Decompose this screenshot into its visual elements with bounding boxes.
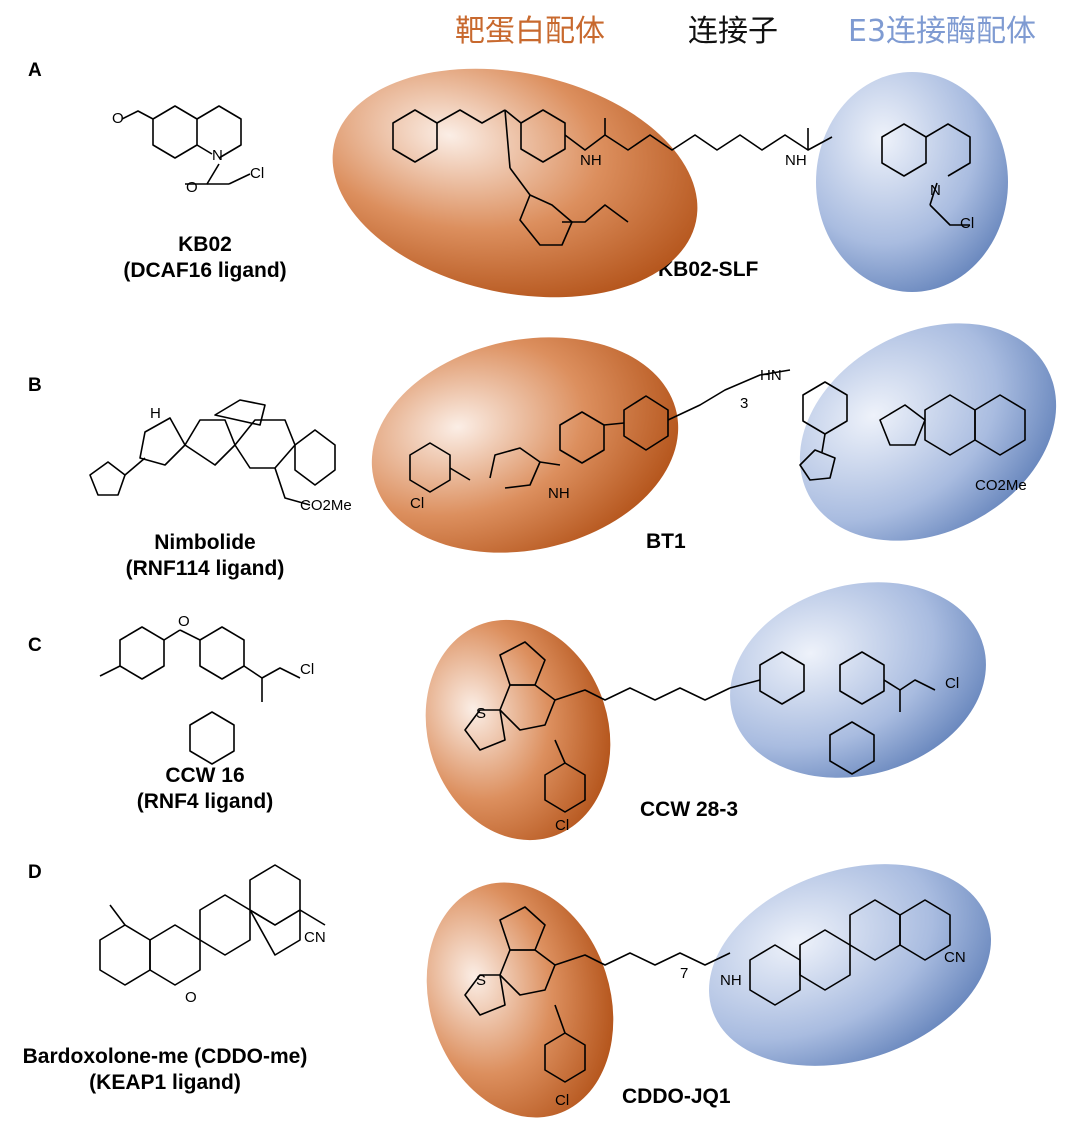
ligand-name-b: Nimbolide [154,531,256,554]
panel-letter-b: B [28,375,42,396]
conjugate-name-c: CCW 28-3 [640,798,739,821]
structure-bt1 [409,369,1026,493]
ligand-name-d: Bardoxolone-me (CDDO-me) [22,1045,308,1068]
atom-label: HN [760,367,782,384]
atom-label: Cl [960,215,974,232]
e3-blob-b [799,323,1057,541]
panel-letter-c: C [28,635,42,656]
structure-nimbolide [89,399,336,506]
target-blob-c [425,619,611,841]
target-blob-a [332,68,698,298]
atom-label: Cl [945,675,959,692]
conjugate-name-a: KB02-SLF [658,258,759,281]
atom-label: CN [304,929,326,946]
atom-label: O [112,110,124,127]
ligand-target-c: (RNF4 ligand) [136,790,274,813]
target-blob-d [426,882,614,1118]
ligand-target-b: (RNF114 ligand) [125,557,285,580]
atom-label: S [476,705,486,722]
ligand-target-a: (DCAF16 ligand) [123,259,287,282]
structure-ccw16 [99,626,301,765]
atom-label: 3 [740,395,748,412]
e3-blob-c [730,582,986,778]
ligand-target-d: (KEAP1 ligand) [89,1071,241,1094]
conjugate-name-d: CDDO-JQ1 [622,1085,731,1108]
structure-ccw28-3 [464,641,936,813]
atom-label: 7 [680,965,688,982]
structure-cddo-me [99,864,326,986]
atom-label: Cl [410,495,424,512]
atom-label: Cl [555,1092,569,1109]
atom-label: O [178,613,190,630]
atom-label: S [476,972,486,989]
ligand-caption-a: KB02 (DCAF16 ligand) [90,232,320,284]
structure-kb02 [121,105,251,185]
target-blob-b [371,337,679,553]
atom-label: H [150,405,161,422]
atom-label: CO2Me [300,497,352,514]
atom-label: O [185,989,197,1006]
atom-label: CN [944,949,966,966]
ligand-caption-c: CCW 16 (RNF4 ligand) [90,763,320,815]
e3-blob-a [816,72,1008,292]
ligand-caption-d: Bardoxolone-me (CDDO-me) (KEAP1 ligand) [15,1044,315,1096]
structure-kb02-slf [392,109,971,246]
atom-label: Cl [300,661,314,678]
atom-label: Cl [555,817,569,834]
atom-label: Cl [250,165,264,182]
header-linker: 连接子 [688,14,778,49]
atom-label: NH [720,972,742,989]
atom-label: NH [785,152,807,169]
panel-letter-d: D [28,862,42,883]
ligand-name-a: KB02 [178,233,232,256]
header-e3-ligand: E3连接酶配体 [848,14,1037,49]
atom-label: N [930,182,941,199]
atom-label: O [186,179,198,196]
ligand-caption-b: Nimbolide (RNF114 ligand) [90,530,320,582]
header-target-ligand: 靶蛋白配体 [455,14,605,49]
atom-label: NH [580,152,602,169]
atom-label: CO2Me [975,477,1027,494]
atom-label: NH [548,485,570,502]
structure-cddo-jq1 [464,899,951,1083]
ligand-name-c: CCW 16 [165,764,245,787]
conjugate-name-b: BT1 [646,530,686,553]
atom-label: N [212,147,223,164]
panel-letter-a: A [28,60,42,81]
